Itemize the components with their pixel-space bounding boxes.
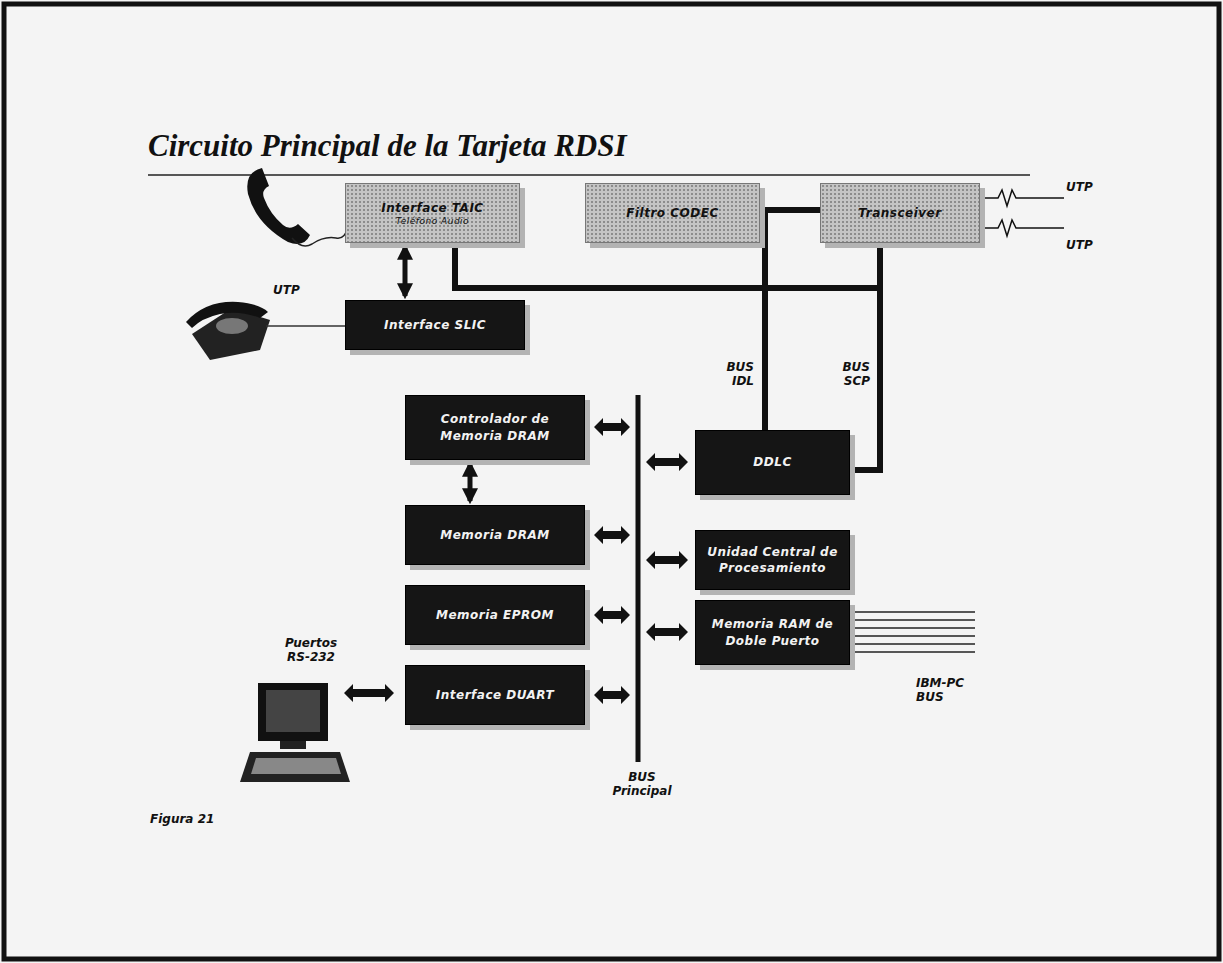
utp-line: [980, 190, 1064, 236]
annotation-label: Puertos RS-232: [276, 636, 346, 665]
bus-wire: [760, 207, 820, 213]
box-label: Memoria EPROM: [436, 607, 554, 623]
bus-wire: [760, 210, 765, 430]
component-box: Memoria DRAM: [405, 505, 585, 565]
annotation-label: UTP: [1066, 238, 1093, 252]
component-box: Unidad Central de Procesamiento: [695, 530, 850, 590]
bus-wire: [850, 243, 880, 470]
component-box: Interface SLIC: [345, 300, 525, 350]
bus-arrows: [344, 418, 688, 704]
box-label: Memoria DRAM: [440, 527, 550, 543]
figure-caption: Figura 21: [150, 812, 214, 826]
component-box: Memoria EPROM: [405, 585, 585, 645]
box-label: Controlador de Memoria DRAM: [416, 411, 574, 443]
component-box: Interface TAICTeléfono Audio: [345, 183, 520, 243]
box-label: Interface TAIC: [381, 200, 483, 216]
annotation-label: IBM-PC BUS: [916, 676, 986, 705]
desk-phone-icon: [186, 302, 345, 360]
box-label: Transceiver: [858, 205, 941, 221]
block-arrow: [646, 453, 688, 471]
box-label: Memoria RAM de Doble Puerto: [706, 616, 839, 648]
annotation-label: BUS SCP: [830, 360, 870, 389]
box-label: Interface DUART: [436, 687, 554, 703]
component-box: Interface DUART: [405, 665, 585, 725]
component-box: Memoria RAM de Doble Puerto: [695, 600, 850, 665]
main-bus: [636, 395, 641, 762]
box-label: Filtro CODEC: [626, 205, 718, 221]
diagram-title: Circuito Principal de la Tarjeta RDSI: [148, 128, 627, 164]
block-arrow: [344, 684, 394, 702]
box-label: Interface SLIC: [384, 317, 486, 333]
component-box: Transceiver: [820, 183, 980, 243]
block-arrow: [646, 551, 688, 569]
block-arrow: [646, 623, 688, 641]
component-box: Filtro CODEC: [585, 183, 760, 243]
annotation-label: BUS Principal: [612, 770, 672, 799]
annotation-label: BUS IDL: [714, 360, 754, 389]
block-arrow: [594, 686, 630, 704]
block-arrow: [594, 606, 630, 624]
component-box: Controlador de Memoria DRAM: [405, 395, 585, 460]
handset-icon: [247, 168, 348, 246]
annotation-label: UTP: [1066, 180, 1093, 194]
ibm-pc-bus-lines: [852, 612, 975, 652]
bus-wire: [455, 243, 880, 288]
frame: [4, 4, 1219, 959]
title-rule: [148, 174, 1030, 176]
bus-wire: [468, 464, 473, 501]
box-sublabel: Teléfono Audio: [396, 216, 469, 227]
annotation-label: UTP: [273, 283, 300, 297]
block-arrow: [594, 418, 630, 436]
block-arrow: [594, 526, 630, 544]
component-box: DDLC: [695, 430, 850, 495]
computer-icon: [240, 683, 350, 782]
box-label: DDLC: [753, 454, 791, 470]
bus-wire: [403, 247, 408, 296]
box-label: Unidad Central de Procesamiento: [706, 544, 839, 576]
